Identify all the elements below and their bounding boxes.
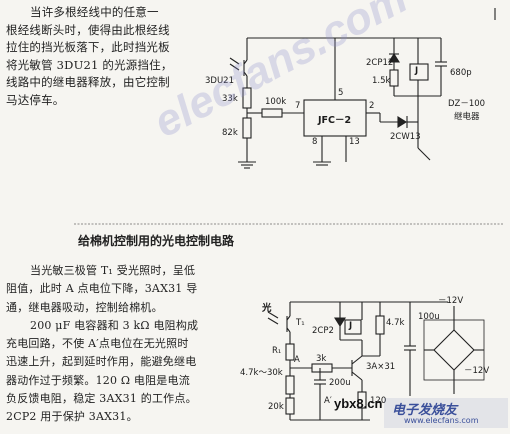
bottom-paragraph: 当光敏三极管 T₁ 受光照时，呈低 阻值，此时 A 点电位下降，3AX31 导 … [6, 262, 256, 427]
bottom-line-9: 2CP2 用于保护 3AX31。 [6, 410, 138, 424]
ic-pin-13: 13 [349, 137, 360, 147]
label-20k: 20k [268, 402, 284, 412]
label-2cp12: 2CP12 [366, 58, 394, 68]
top-line-3: 拉住的挡光板落下，此时挡光板 [6, 40, 170, 54]
footer-brand-text: 电子发烧友 [392, 403, 458, 418]
label-4-7k: 4.7k [386, 318, 405, 328]
bottom-line-5: 充电回路，不使 A′点电位在无光照时 [6, 337, 189, 351]
ic-pin-8: 8 [312, 137, 318, 147]
label-relay-caption: 继电器 [454, 112, 480, 122]
label-3k: 3k [316, 354, 327, 364]
ic-pin-7: 7 [295, 101, 301, 111]
footer-brand-badge: 电子发烧友 www.elecfans.com [384, 398, 508, 428]
label-t1: T₁ [296, 318, 305, 328]
label-r1: R₁ [272, 346, 282, 356]
label-2cw13: 2CW13 [390, 132, 421, 142]
label-pot: 4.7k～30k [240, 368, 283, 378]
top-line-6: 马达停车。 [6, 92, 65, 107]
label-100u: 100u [418, 312, 440, 322]
ic-pin-2: 2 [369, 101, 375, 111]
label-680p: 680p [450, 68, 472, 78]
label-point-a: A [294, 355, 300, 365]
label-120: 120 [370, 396, 387, 406]
label-200u: 200u [329, 378, 351, 388]
bottom-line-1: 当光敏三极管 T₁ 受光照时，呈低 [30, 264, 196, 277]
label-v-top: －12V [438, 296, 464, 306]
top-line-5: 线路中的继电器释放，由它控制 [6, 75, 170, 89]
label-relay-j: J [415, 66, 419, 76]
label-3du21: 3DU21 [205, 76, 234, 86]
footer-url-text: www.elecfans.com [404, 416, 479, 425]
label-1-5k: 1.5k [372, 76, 391, 86]
top-line-4: 将光敏管 3DU21 的光源挡住， [6, 57, 173, 72]
top-line-2: 根经线断头时，使得由此根经线 [6, 22, 170, 37]
bottom-line-4: 200 μF 电容器和 3 kΩ 电阻构成 [30, 318, 199, 332]
top-line-1: 当许多根经线中的任意一 [30, 5, 159, 19]
bottom-section-title: 给棉机控制用的光电控制电路 [78, 234, 235, 248]
label-2cp2: 2CP2 [312, 326, 334, 336]
label-82k: 82k [222, 128, 238, 138]
label-dz100: DZ－100 [448, 99, 486, 109]
label-light: 光 [262, 303, 272, 314]
bottom-line-7: 器动作过于频繁。120 Ω 电阻是电流 [6, 373, 190, 387]
bottom-circuit-wires [267, 301, 485, 421]
bottom-line-6: 迅速上升，起到延时作用，能避免继电 [6, 355, 197, 369]
label-100k: 100k [265, 97, 287, 107]
footer-site-watermark: ybx8.cn [334, 396, 383, 411]
label-point-a-prime: A′ [324, 396, 332, 406]
ic-label: JFC－2 [318, 115, 352, 126]
label-33k: 33k [222, 94, 238, 104]
label-3ax31: 3A×31 [366, 362, 396, 372]
bottom-line-2: 阻值，此时 A 点电位下降，3AX31 导 [6, 282, 198, 296]
bottom-line-3: 通，继电器吸动，控制给棉机。 [6, 300, 163, 314]
bottom-line-8: 负反馈电阻，稳定 3AX31 的工作点。 [6, 392, 197, 406]
top-paragraph: 当许多根经线中的任意一 根经线断头时，使得由此根经线 拉住的挡光板落下，此时挡光… [6, 4, 186, 109]
ic-pin-5: 5 [338, 88, 344, 98]
top-circuit-wires [229, 8, 496, 169]
label-relay-j2: J [349, 321, 353, 331]
label-v-right: －12V [464, 366, 490, 376]
